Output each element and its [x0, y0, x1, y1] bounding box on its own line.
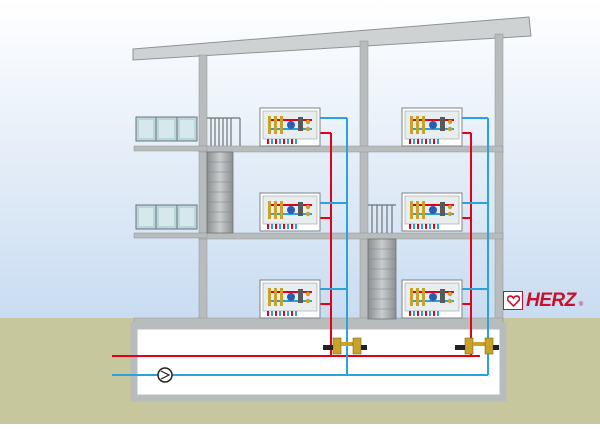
distribution-cabinet-right-floor-3 — [401, 107, 463, 147]
heart-icon — [503, 291, 523, 310]
branch-lines — [320, 117, 488, 305]
brand-name: HERZ — [526, 290, 576, 311]
distribution-cabinet-right-floor-2 — [401, 192, 463, 232]
distribution-cabinet-right-floor-1 — [401, 279, 463, 319]
brand-logo: HERZ ® — [503, 291, 583, 310]
distribution-cabinet-left-floor-3 — [259, 107, 321, 147]
basement — [130, 322, 507, 402]
distribution-cabinet-left-floor-2 — [259, 192, 321, 232]
circulation-pump-icon — [157, 367, 173, 383]
registered-mark: ® — [578, 302, 584, 308]
balcony-window-upper — [135, 116, 198, 142]
roof — [132, 16, 532, 61]
balcony-window-lower — [135, 204, 198, 230]
balcony-railing — [207, 117, 396, 233]
stairwell-left — [206, 151, 234, 234]
distribution-cabinet-left-floor-1 — [259, 279, 321, 319]
